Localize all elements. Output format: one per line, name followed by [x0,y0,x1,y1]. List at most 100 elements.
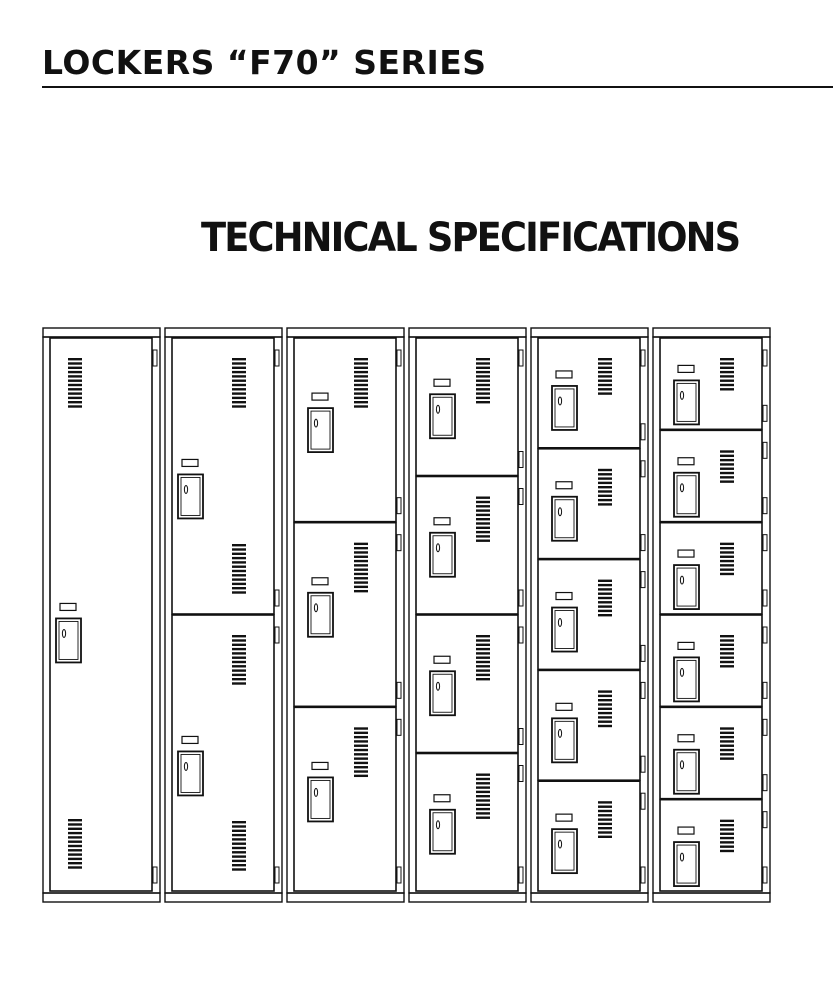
vent-slot [720,845,734,848]
vent-slot [598,801,612,804]
handle-inner [432,535,453,575]
vent-slot [598,503,612,506]
vent-slot [232,565,246,568]
vent-slot [598,362,612,365]
vent-slot [476,635,490,638]
vent-slot [720,849,734,853]
lock-icon [557,728,563,738]
vent-slot [232,665,246,668]
door-handle [551,828,578,875]
door-handle [551,495,578,542]
vent-slot [720,450,734,453]
locker-body [286,336,405,894]
hinge [274,626,280,644]
door-handle [55,617,82,664]
locker-door [537,780,641,892]
vent-slot [476,401,490,404]
label-card [677,364,695,373]
vent-slot [720,370,734,374]
vent-slot [598,490,612,493]
lock-icon [557,507,563,517]
vent-slot [354,727,368,730]
locker-door [537,669,641,782]
vent-slot [476,392,490,395]
vent-slot [598,486,612,489]
vent-slot [232,358,246,361]
hinge [640,460,646,478]
vent-slot [232,682,246,685]
vent-slot [68,840,82,843]
handle-inner [432,396,453,436]
vent-slot [476,396,490,400]
hinge [274,589,280,607]
vent-slot [476,509,490,512]
locker-door [659,521,763,615]
label-card [311,761,329,771]
vent-slot [354,546,368,550]
vent-slot [598,579,612,582]
handle-inner [676,475,697,515]
door-handle [307,591,334,638]
handle-inner [432,673,453,713]
vent-slot [476,388,490,391]
vent-slot [476,379,490,382]
handle-inner [676,659,697,699]
vent-slot [68,362,82,365]
handle-inner [676,567,697,607]
vent-slot [354,362,368,365]
vent-slot [68,396,82,400]
locker-door [659,614,763,708]
vent-slot [68,849,82,852]
vent-slot [476,375,490,378]
label-card [311,577,329,586]
lockers-group [42,327,771,903]
vent-slot [720,660,734,664]
hinge [518,866,524,884]
vent-slot [720,463,734,466]
vent-slot [68,866,82,869]
hinge [762,404,768,422]
vent-slot [476,526,490,529]
vent-slot [354,577,368,580]
lock-icon [313,418,319,428]
label-card [677,549,695,558]
vent-slot [232,552,246,555]
vent-slot [354,774,368,778]
hinge [518,765,524,782]
lock-icon [435,543,441,553]
hinge [274,349,280,367]
vent-slot [598,605,612,608]
label-card [555,370,573,379]
vent-slot [68,401,82,404]
vent-slot [232,660,246,664]
locker-top-cap [652,327,771,338]
door-handle [429,393,456,440]
vent-slot [232,578,246,581]
locker-door [659,337,763,431]
vent-slot [232,656,246,659]
handle-inner [310,779,331,819]
vent-slot [720,362,734,365]
locker-door [659,706,763,800]
handle-inner [554,499,575,539]
vent-slot [476,522,490,525]
vent-slot [598,383,612,387]
vent-slot [598,690,612,693]
vent-slot [598,592,612,595]
vent-slot [68,358,82,361]
vent-slot [598,498,612,502]
door-handle [551,717,578,764]
vent-slot [720,841,734,844]
hinge [152,866,158,884]
vent-slot [598,720,612,723]
hinge [518,451,524,468]
lock-icon [435,681,441,691]
lock-icon [679,575,685,585]
vent-slot [476,539,490,542]
vent-slot [720,551,734,554]
vent-slot [68,405,82,408]
vent-slot [598,477,612,480]
label-card [181,735,199,745]
vent-slot [68,827,82,830]
vent-slot [232,379,246,382]
